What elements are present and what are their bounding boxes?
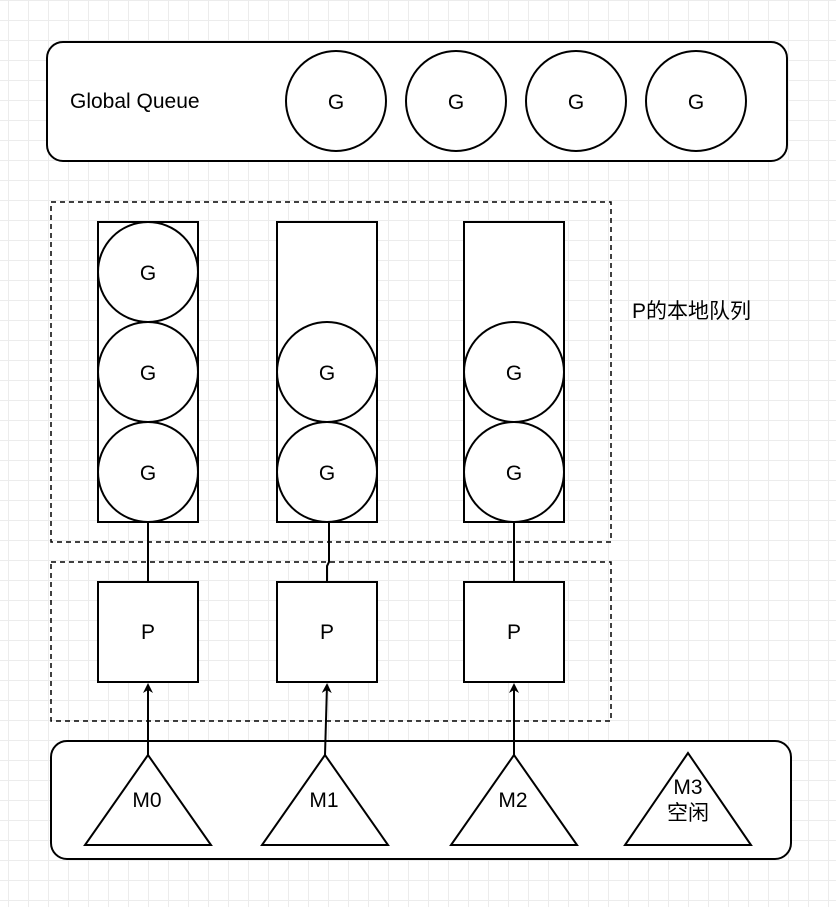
- local-queue-p0: G G G: [97, 221, 199, 523]
- machine-status: 空闲: [667, 802, 709, 825]
- goroutine-label: G: [506, 462, 522, 485]
- processor-p2: P: [463, 581, 565, 683]
- machine-label: M3: [673, 776, 702, 799]
- goroutine-label: G: [319, 362, 335, 385]
- machine-triangle: [260, 753, 390, 846]
- goroutine: [276, 421, 378, 523]
- local-queue-p1: G G: [276, 221, 378, 523]
- machine-label: M2: [498, 789, 527, 812]
- processor-box: [276, 581, 378, 683]
- local-queues-region: [50, 201, 612, 543]
- machine-label: M0: [132, 789, 161, 812]
- m1-to-p-arrow: [321, 683, 332, 756]
- machine-triangle: [83, 753, 213, 846]
- global-goroutine: G: [645, 50, 747, 152]
- goroutine-label: G: [506, 362, 522, 385]
- local-queue-p2: G G: [463, 221, 565, 523]
- global-goroutine: G: [285, 50, 387, 152]
- goroutine-label: G: [688, 91, 704, 114]
- machine-m3-idle: M3 空闲: [623, 751, 753, 846]
- processor-label: P: [141, 621, 155, 644]
- machine-triangle: [449, 753, 579, 846]
- goroutine-label: G: [448, 91, 464, 114]
- machine-triangle: [623, 751, 753, 846]
- goroutine-label: G: [140, 362, 156, 385]
- goroutine-label: G: [140, 462, 156, 485]
- queue-to-p-connector: [326, 522, 330, 582]
- processor-box: [463, 581, 565, 683]
- global-goroutine: G: [405, 50, 507, 152]
- machine-m2: M2: [449, 753, 579, 846]
- machines-panel: [50, 740, 792, 860]
- local-queue-label: P的本地队列: [632, 300, 751, 323]
- goroutine-label: G: [328, 91, 344, 114]
- goroutine-label: G: [140, 262, 156, 285]
- machine-m0: M0: [83, 753, 213, 846]
- machine-label: M1: [309, 789, 338, 812]
- global-goroutine: G: [525, 50, 627, 152]
- machine-m1: M1: [260, 753, 390, 846]
- processor-p0: P: [97, 581, 199, 683]
- global-queue-label: Global Queue: [70, 90, 200, 113]
- goroutine-label: G: [319, 462, 335, 485]
- processor-box: [97, 581, 199, 683]
- goroutine-label: G: [568, 91, 584, 114]
- processor-p1: P: [276, 581, 378, 683]
- global-queue-panel: Global Queue G G G G: [46, 41, 788, 162]
- processor-label: P: [507, 621, 521, 644]
- processor-label: P: [320, 621, 334, 644]
- processors-region: [50, 561, 612, 722]
